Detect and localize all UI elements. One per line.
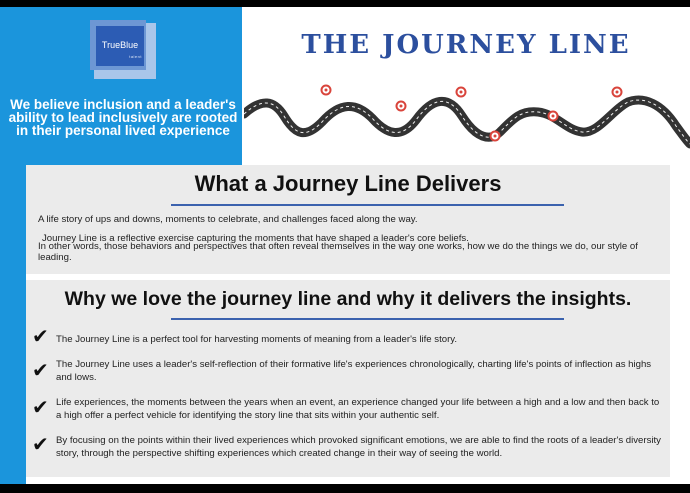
delivers-line-2: Journey Line is a reflective exercise ca… [42,233,469,244]
location-pin-icon [320,84,332,96]
blue-side-strip [0,165,26,484]
checkmark-icon: ✔ [32,434,49,456]
location-pin-icon [395,100,407,112]
delivers-line-3: In other words, those behaviors and pers… [38,241,638,263]
delivers-section: What a Journey Line Delivers A life stor… [26,165,670,274]
belief-statement: We believe inclusion and a leader's abil… [8,97,238,138]
delivers-heading: What a Journey Line Delivers [194,171,502,196]
blue-header-panel: TrueBlue talent We believe inclusion and… [0,7,242,165]
bottom-border [0,484,690,493]
page-title: THE JOURNEY LINE [301,30,631,60]
location-pin-icon [489,130,501,142]
location-pin-icon [455,86,467,98]
trueblue-logo: TrueBlue talent [86,17,156,79]
checkmark-icon: ✔ [32,326,49,348]
location-pin-icon [611,86,623,98]
why-item-2: The Journey Line uses a leader's self-re… [56,359,652,383]
why-heading: Why we love the journey line and why it … [64,288,632,310]
checkmark-icon: ✔ [32,360,49,382]
delivers-underline [171,204,564,206]
road-center-line [244,99,690,145]
why-underline [171,318,564,320]
delivers-line-1: A life story of ups and downs, moments t… [38,214,418,225]
top-border [0,0,690,7]
why-item-3: Life experiences, the moments between th… [56,397,660,421]
checkmark-icon: ✔ [32,397,49,419]
road-surface [244,95,690,149]
why-item-1: The Journey Line is a perfect tool for h… [56,334,458,345]
logo-subtitle: talent [129,54,142,59]
logo-square-front [96,26,144,66]
location-pin-icon [547,110,559,122]
logo-name: TrueBlue [101,40,139,50]
why-section: Why we love the journey line and why it … [26,280,670,477]
why-item-4: By focusing on the points within their l… [56,435,661,459]
winding-road-illustration [244,84,690,149]
